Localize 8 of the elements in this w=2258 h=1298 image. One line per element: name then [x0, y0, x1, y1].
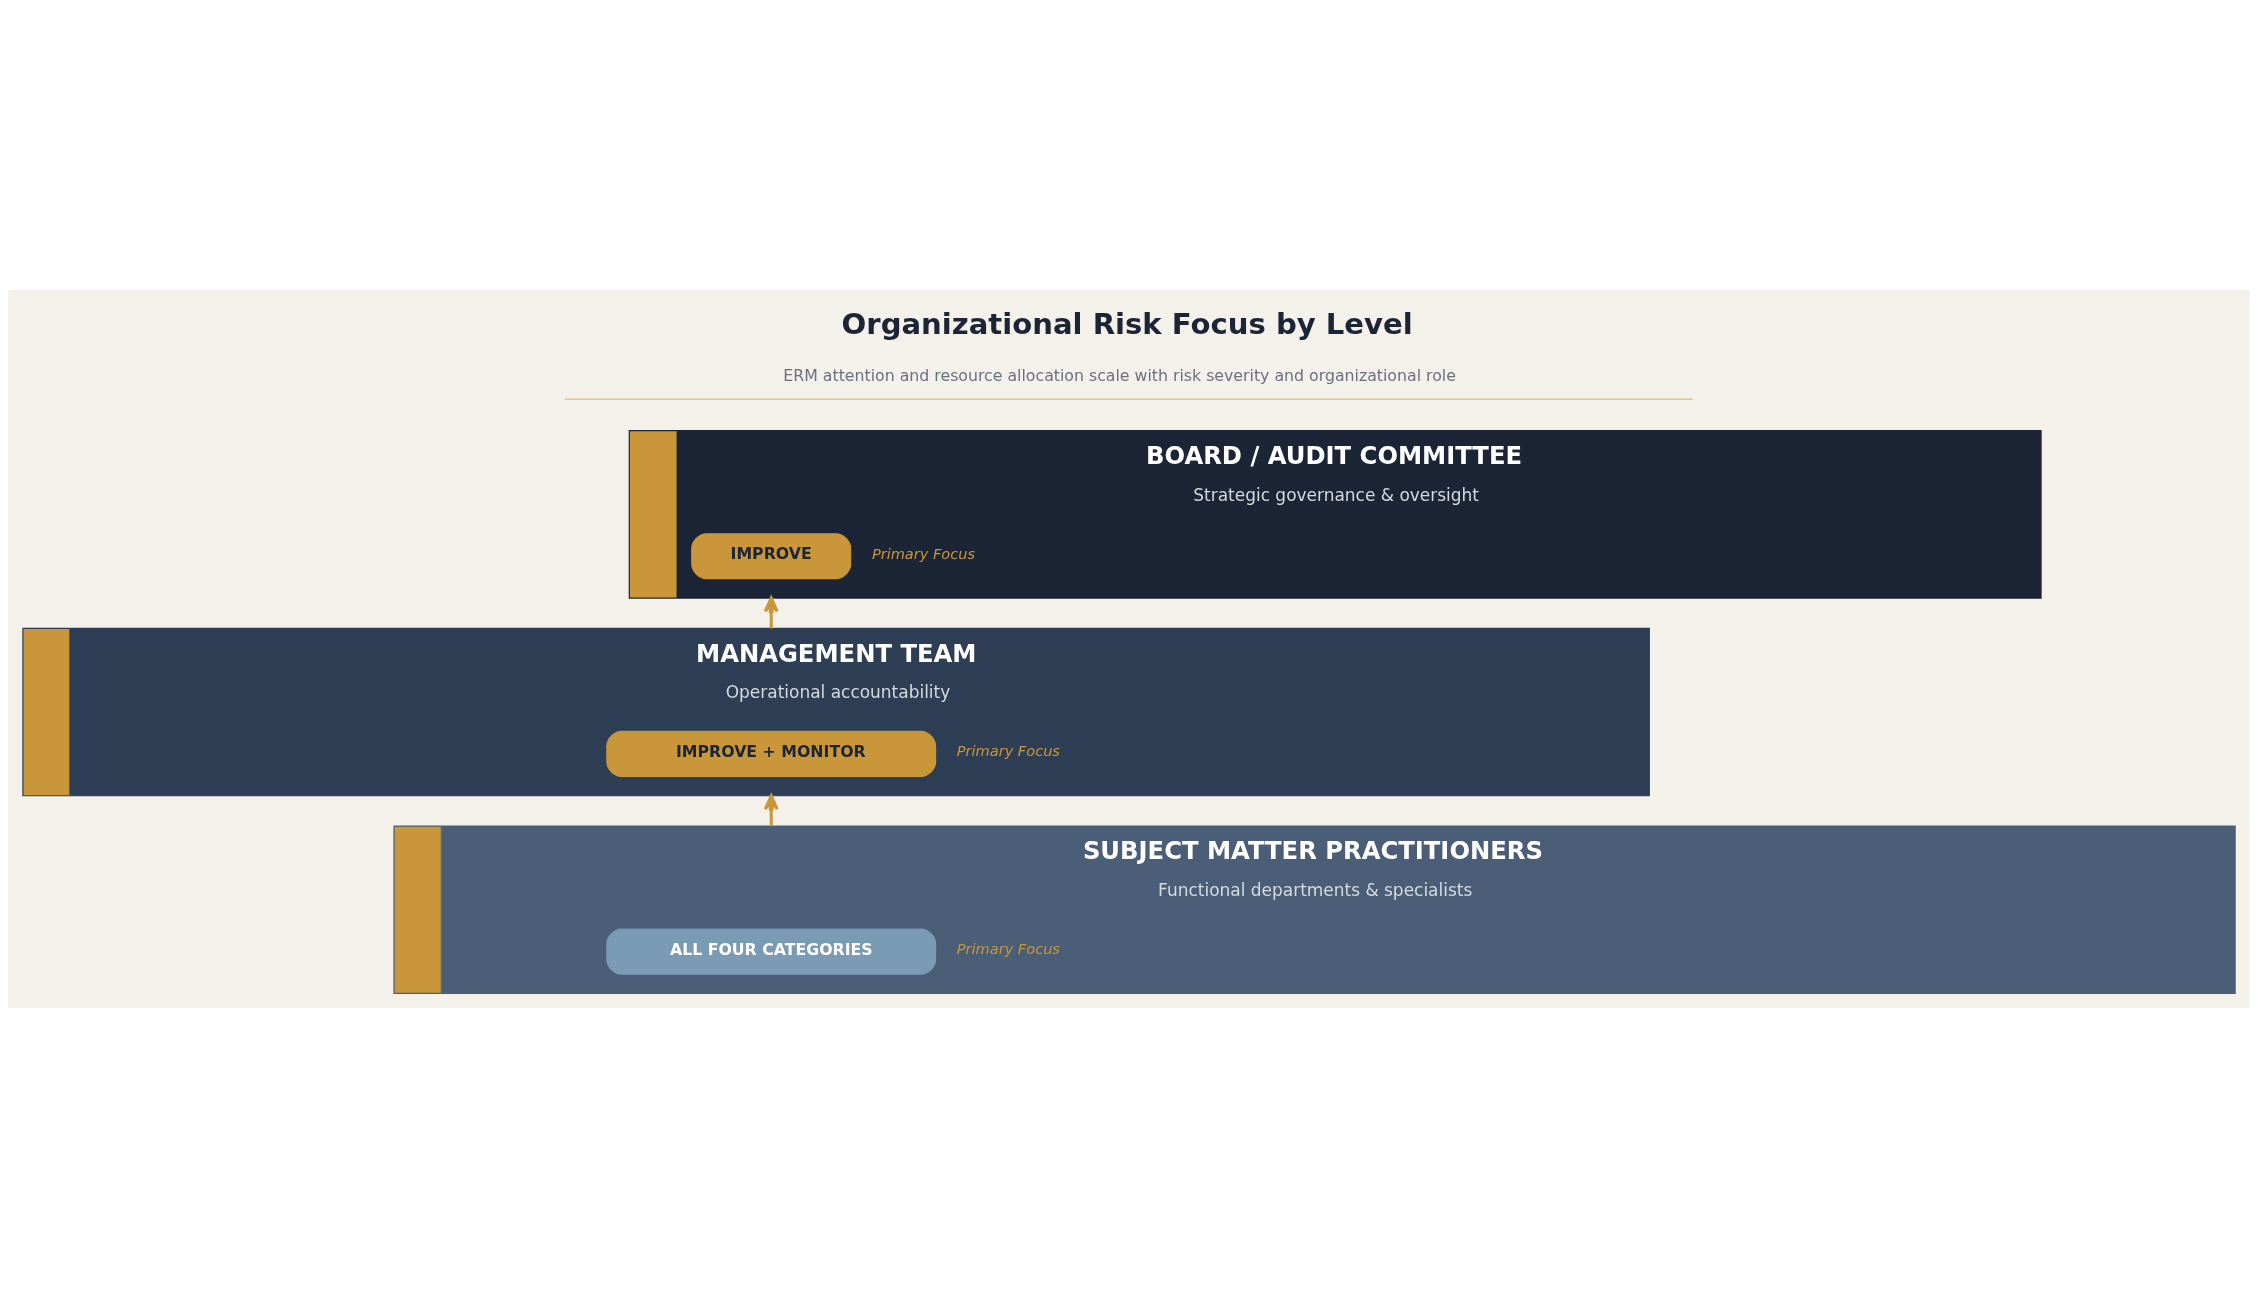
node-box: ALL FOUR CATEGORIES — [606, 928, 937, 975]
node-label: Primary Focus — [871, 544, 976, 562]
diagram-title: Organizational Risk Focus by Level — [841, 306, 1413, 341]
caption: ERM attention and resource allocation scale with risk severity and organizational role — [783, 366, 1456, 386]
node-box: IMPROVE + MONITOR — [606, 730, 937, 777]
node-box: IMPROVE — [691, 533, 852, 580]
node-label: Primary Focus — [956, 742, 1060, 760]
node-label: Primary Focus — [956, 940, 1060, 958]
